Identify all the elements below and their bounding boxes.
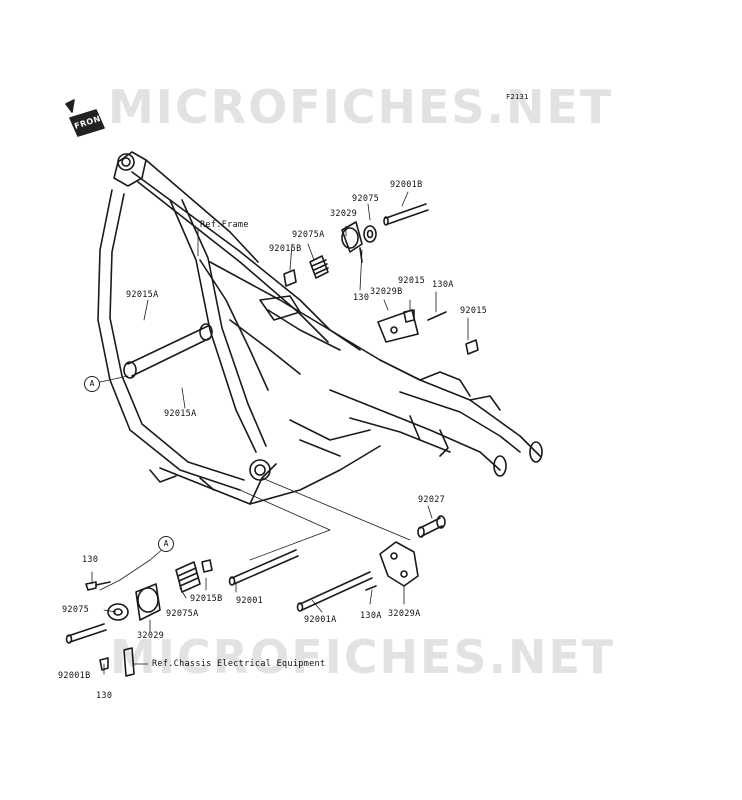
part-130A-bottom: 130A bbox=[360, 611, 382, 621]
part-92001A: 92001A bbox=[304, 615, 337, 625]
part-92015A-low: 92015A bbox=[164, 409, 197, 419]
figure-id: F2131 bbox=[506, 93, 529, 101]
part-92015-right: 92015 bbox=[460, 306, 488, 316]
part-92075-bottom: 92075 bbox=[62, 605, 90, 615]
part-92001B-bottom: 92001B bbox=[58, 671, 91, 681]
part-92027: 92027 bbox=[418, 495, 446, 505]
part-32029A: 32029A bbox=[388, 609, 421, 619]
part-92015B-top: 92015B bbox=[269, 244, 302, 254]
ref-chassis-label: Ref.Chassis Electrical Equipment bbox=[152, 659, 326, 669]
callout-a-parts: A bbox=[158, 536, 174, 552]
part-92015A-left: 92015A bbox=[126, 290, 159, 300]
part-92015-mid: 92015 bbox=[398, 276, 426, 286]
part-92001B-top: 92001B bbox=[390, 180, 423, 190]
watermark-bottom: MICROFICHES.NET bbox=[110, 630, 616, 684]
part-92075A-bottom: 92075A bbox=[166, 609, 199, 619]
part-130A-top: 130A bbox=[432, 280, 454, 290]
ref-frame-label: Ref.Frame bbox=[200, 220, 249, 230]
part-32029-top: 32029 bbox=[330, 209, 358, 219]
part-130-bottom: 130 bbox=[96, 691, 113, 701]
part-32029B: 32029B bbox=[370, 287, 403, 297]
part-92075A-top: 92075A bbox=[292, 230, 325, 240]
part-92015B-bottom: 92015B bbox=[190, 594, 223, 604]
callout-a-frame: A bbox=[84, 376, 100, 392]
part-92001: 92001 bbox=[236, 596, 264, 606]
part-130-top: 130 bbox=[353, 293, 370, 303]
part-92075-top: 92075 bbox=[352, 194, 380, 204]
part-32029-bottom: 32029 bbox=[137, 631, 165, 641]
watermark-top: MICROFICHES.NET bbox=[108, 80, 614, 134]
part-130-left: 130 bbox=[82, 555, 99, 565]
